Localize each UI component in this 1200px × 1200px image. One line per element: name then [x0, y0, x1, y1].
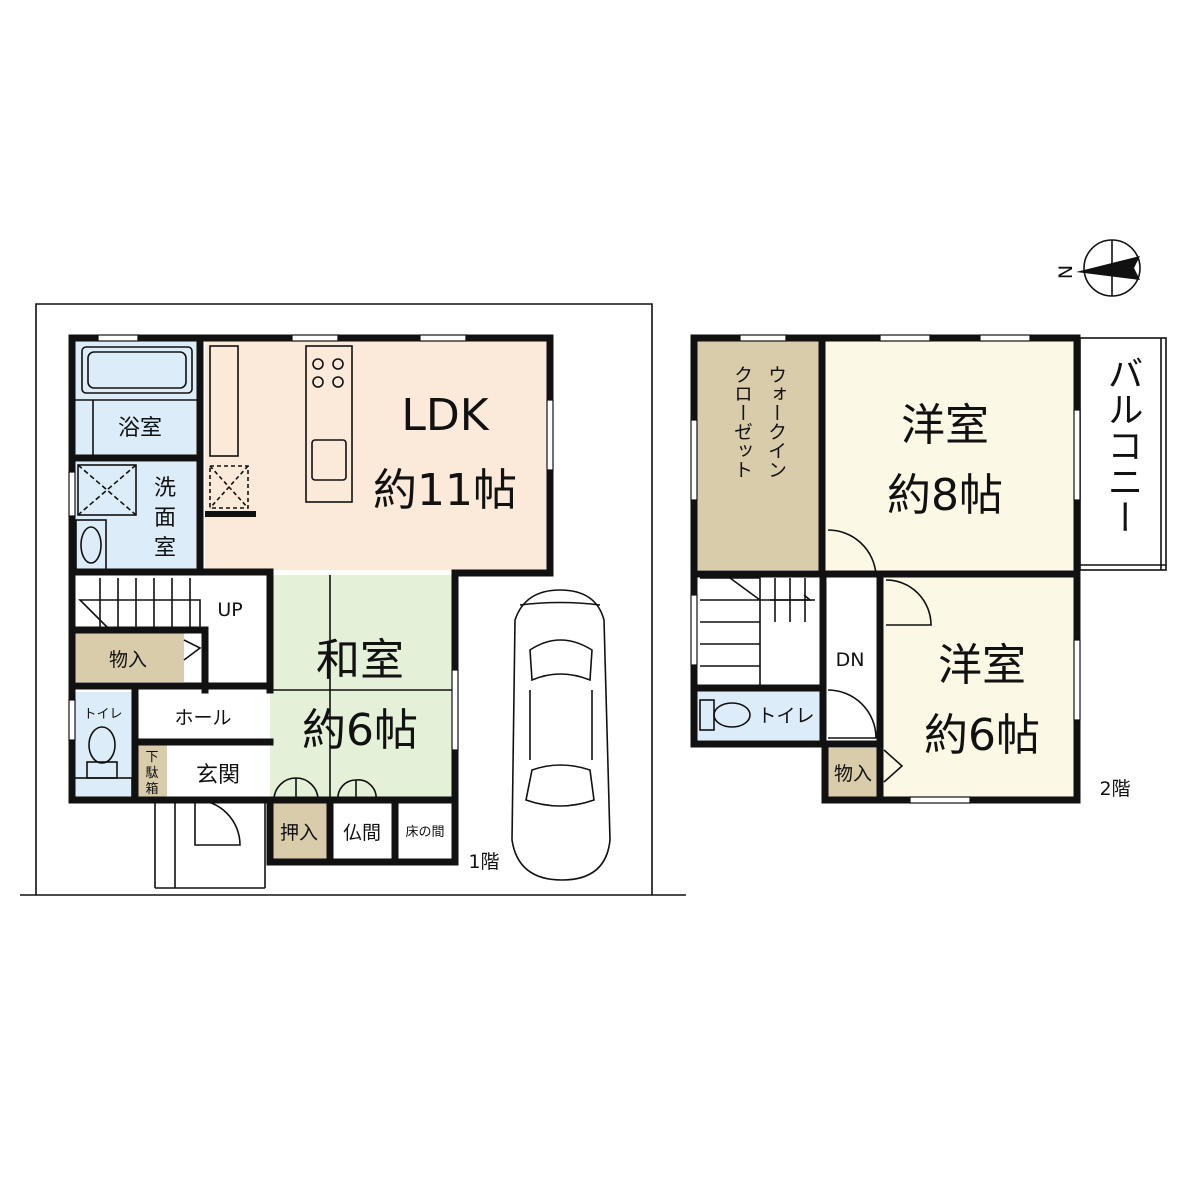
hall-label: ホール — [174, 707, 231, 729]
floor-1-label: 1階 — [468, 851, 499, 873]
dn-label: DN — [836, 649, 865, 671]
compass-n-label: N — [1055, 265, 1077, 279]
kitchen-cabinet — [209, 345, 239, 457]
entrance-door — [154, 799, 266, 889]
western-6-size: 約6帖 — [924, 710, 1040, 761]
oshiire-closet — [270, 803, 328, 861]
stairs-down — [700, 577, 815, 690]
ldk-label: LDK — [401, 390, 489, 441]
floor-1: LDK 約11帖 和室 約6帖 浴室 洗 面 室 UP 物入 トイレ ホール 玄… — [20, 303, 686, 896]
floor-2-label: 2階 — [1099, 778, 1130, 800]
lot-boundary — [35, 303, 653, 895]
walk-in-closet — [696, 338, 821, 570]
shoebox-label-1: 下 — [145, 750, 158, 765]
north-arrow-icon: N — [1055, 239, 1141, 297]
washitsu-label: 和室 — [316, 635, 404, 686]
tokonoma-label: 床の間 — [405, 825, 444, 840]
wic-label-2: クローゼット — [731, 365, 753, 479]
washroom-label-1: 洗 — [154, 476, 176, 501]
ldk-size: 約11帖 — [373, 465, 517, 516]
washitsu-room — [270, 575, 455, 800]
wic-label-1: ウォークイン — [765, 365, 787, 479]
western-room-6 — [883, 575, 1077, 797]
western-8-size: 約8帖 — [887, 470, 1003, 521]
storage-label-1f: 物入 — [109, 649, 147, 671]
shoebox-label-2: 駄 — [145, 766, 158, 781]
shoebox-label-3: 箱 — [145, 781, 158, 797]
oshiire-label: 押入 — [280, 822, 318, 844]
bath-label: 浴室 — [118, 416, 162, 441]
walls-2f — [690, 334, 1081, 804]
walls-1f — [68, 334, 554, 866]
western-8-label: 洋室 — [901, 400, 989, 451]
car-icon — [511, 589, 611, 881]
up-label: UP — [217, 599, 242, 621]
toilet-icon-2f — [699, 699, 751, 731]
toilet-2f — [696, 690, 820, 740]
western-room-8 — [825, 338, 1077, 570]
storage-1f — [72, 632, 184, 682]
washitsu-size: 約6帖 — [302, 705, 418, 756]
washing-machine-icon — [77, 464, 137, 516]
storage-2f — [826, 748, 881, 798]
western-6-label: 洋室 — [938, 640, 1026, 691]
stairs-up — [78, 578, 201, 629]
fridge-icon — [209, 465, 249, 509]
toilet-label-1f: トイレ — [83, 707, 122, 722]
stove-icon — [312, 358, 344, 388]
bathtub-icon — [81, 346, 193, 394]
floor-2: ウォークイン クローゼット 洋室 約8帖 洋室 約6帖 バルコニー DN トイレ… — [690, 334, 1167, 804]
balcony-label: バルコニー — [1102, 355, 1143, 535]
sink-icon — [311, 439, 347, 481]
ldk-room — [205, 338, 550, 570]
toilet-label-2f: トイレ — [757, 705, 814, 727]
washroom-label-3: 室 — [154, 536, 176, 561]
washroom-label-2: 面 — [154, 506, 176, 531]
butsuma-label: 仏間 — [343, 822, 381, 844]
shoebox — [137, 742, 167, 798]
kitchen-counter — [305, 345, 353, 503]
entrance-label: 玄関 — [196, 763, 240, 788]
toilet-1f — [72, 692, 132, 798]
storage-label-2f: 物入 — [834, 763, 872, 785]
